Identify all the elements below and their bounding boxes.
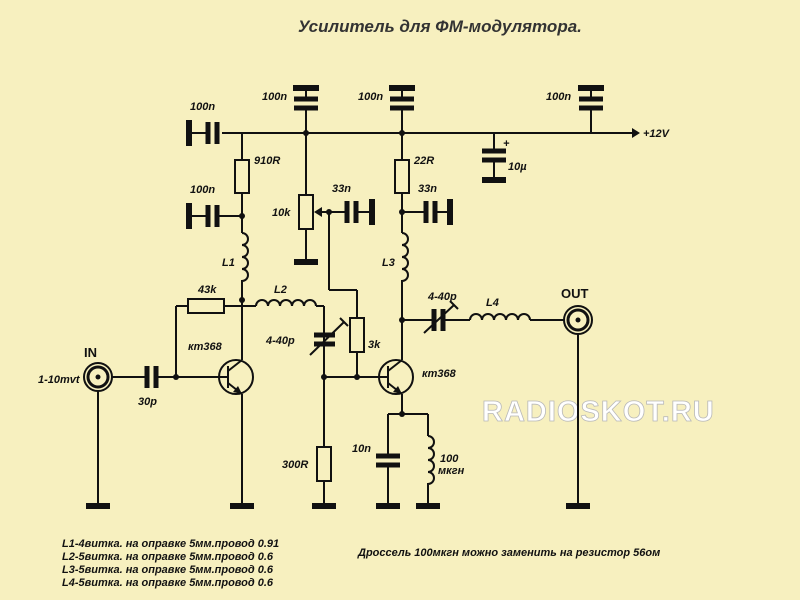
label-r-22: 22R <box>413 155 434 167</box>
inductor-l3 <box>401 232 409 360</box>
label-l4: L4 <box>486 297 499 309</box>
transistor-q2-icon <box>374 359 414 395</box>
capacitor-supply-2 <box>389 85 415 133</box>
label-l3: L3 <box>382 257 395 269</box>
resistor-910r <box>234 159 250 194</box>
coil-note-l2: L2-5витка. на оправке 5мм.провод 0.6 <box>62 551 274 563</box>
label-r-910: 910R <box>254 155 280 167</box>
junction-q1-decouple <box>239 213 245 219</box>
junction-rail-pot <box>303 130 309 136</box>
input-level-label: 1-10mvt <box>38 374 81 386</box>
junction-q2-base-right <box>354 374 360 380</box>
supply-voltage-label: +12V <box>643 128 671 140</box>
pot-wiper-arrow-icon <box>314 207 322 217</box>
label-choke-unit: мкгн <box>438 465 465 477</box>
label-r-3k: 3k <box>368 339 381 351</box>
inductor-l2 <box>255 299 317 307</box>
potentiometer-10k <box>298 194 314 230</box>
inductor-choke-100u <box>427 435 435 506</box>
trimmer-2-arrow-icon <box>423 304 455 334</box>
label-c-supply-1: 100n <box>262 91 287 103</box>
junction-q1-base <box>173 374 179 380</box>
capacitor-c-in-decouple <box>186 120 220 146</box>
watermark-text: RADIOSKOT.RU <box>482 396 715 428</box>
output-connector-icon <box>563 305 593 335</box>
capacitor-supply-3 <box>578 85 604 133</box>
resistor-22r <box>394 159 410 194</box>
label-c-q2-33n: 33n <box>418 183 437 195</box>
input-connector-icon <box>83 362 113 392</box>
label-q2: кт368 <box>422 368 457 380</box>
junction-rail-22r <box>399 130 405 136</box>
label-l1: L1 <box>222 257 235 269</box>
junction-q2-base-left <box>321 374 327 380</box>
label-choke-value: 100 <box>440 453 459 465</box>
label-c-in-coupling: 30p <box>138 396 157 408</box>
electrolytic-polarity-label: + <box>503 138 510 150</box>
label-c-emitter-10n: 10n <box>352 443 371 455</box>
capacitor-q2-33n <box>402 199 453 225</box>
inductor-l4 <box>469 313 531 321</box>
label-c-in-decouple: 100n <box>190 101 215 113</box>
label-c-supply-2: 100n <box>358 91 383 103</box>
trimmer-2-tick <box>449 300 459 310</box>
capacitor-q1-decouple <box>186 203 242 229</box>
label-l2: L2 <box>274 284 287 296</box>
label-r-43k: 43k <box>197 284 217 296</box>
resistor-3k <box>349 317 365 353</box>
label-c-trim-1: 4-40p <box>265 335 295 347</box>
label-c-supply-3: 100n <box>546 91 571 103</box>
coil-note-l1: L1-4витка. на оправке 5мм.провод 0.91 <box>62 538 279 550</box>
capacitor-electrolytic <box>482 133 506 183</box>
diagram-title: Усилитель для ФМ-модулятора. <box>298 17 582 36</box>
trimmer-1-tick <box>339 317 349 327</box>
coil-note-l4: L4-5витка. на оправке 5мм.провод 0.6 <box>62 577 274 589</box>
capacitor-supply-1 <box>293 85 319 133</box>
output-port-label: OUT <box>561 286 589 301</box>
coil-note-l3: L3-5витка. на оправке 5мм.провод 0.6 <box>62 564 274 576</box>
input-port-label: IN <box>84 345 97 360</box>
supply-arrow-icon <box>632 128 640 138</box>
resistor-300r <box>316 446 332 482</box>
label-r-300: 300R <box>282 459 308 471</box>
label-c-trim-2: 4-40p <box>427 291 457 303</box>
label-c-electrolytic: 10µ <box>508 161 527 173</box>
trimmer-1-arrow-icon <box>309 321 345 356</box>
label-pot-10k: 10k <box>272 207 291 219</box>
label-q1: кт368 <box>188 341 223 353</box>
label-c-q1-decouple: 100n <box>190 184 215 196</box>
choke-note: Дроссель 100мкгн можно заменить на резис… <box>357 547 660 559</box>
resistor-43k <box>187 298 225 314</box>
inductor-l1 <box>241 232 249 300</box>
label-c-pot-33n: 33n <box>332 183 351 195</box>
transistor-q1-icon <box>218 300 254 395</box>
